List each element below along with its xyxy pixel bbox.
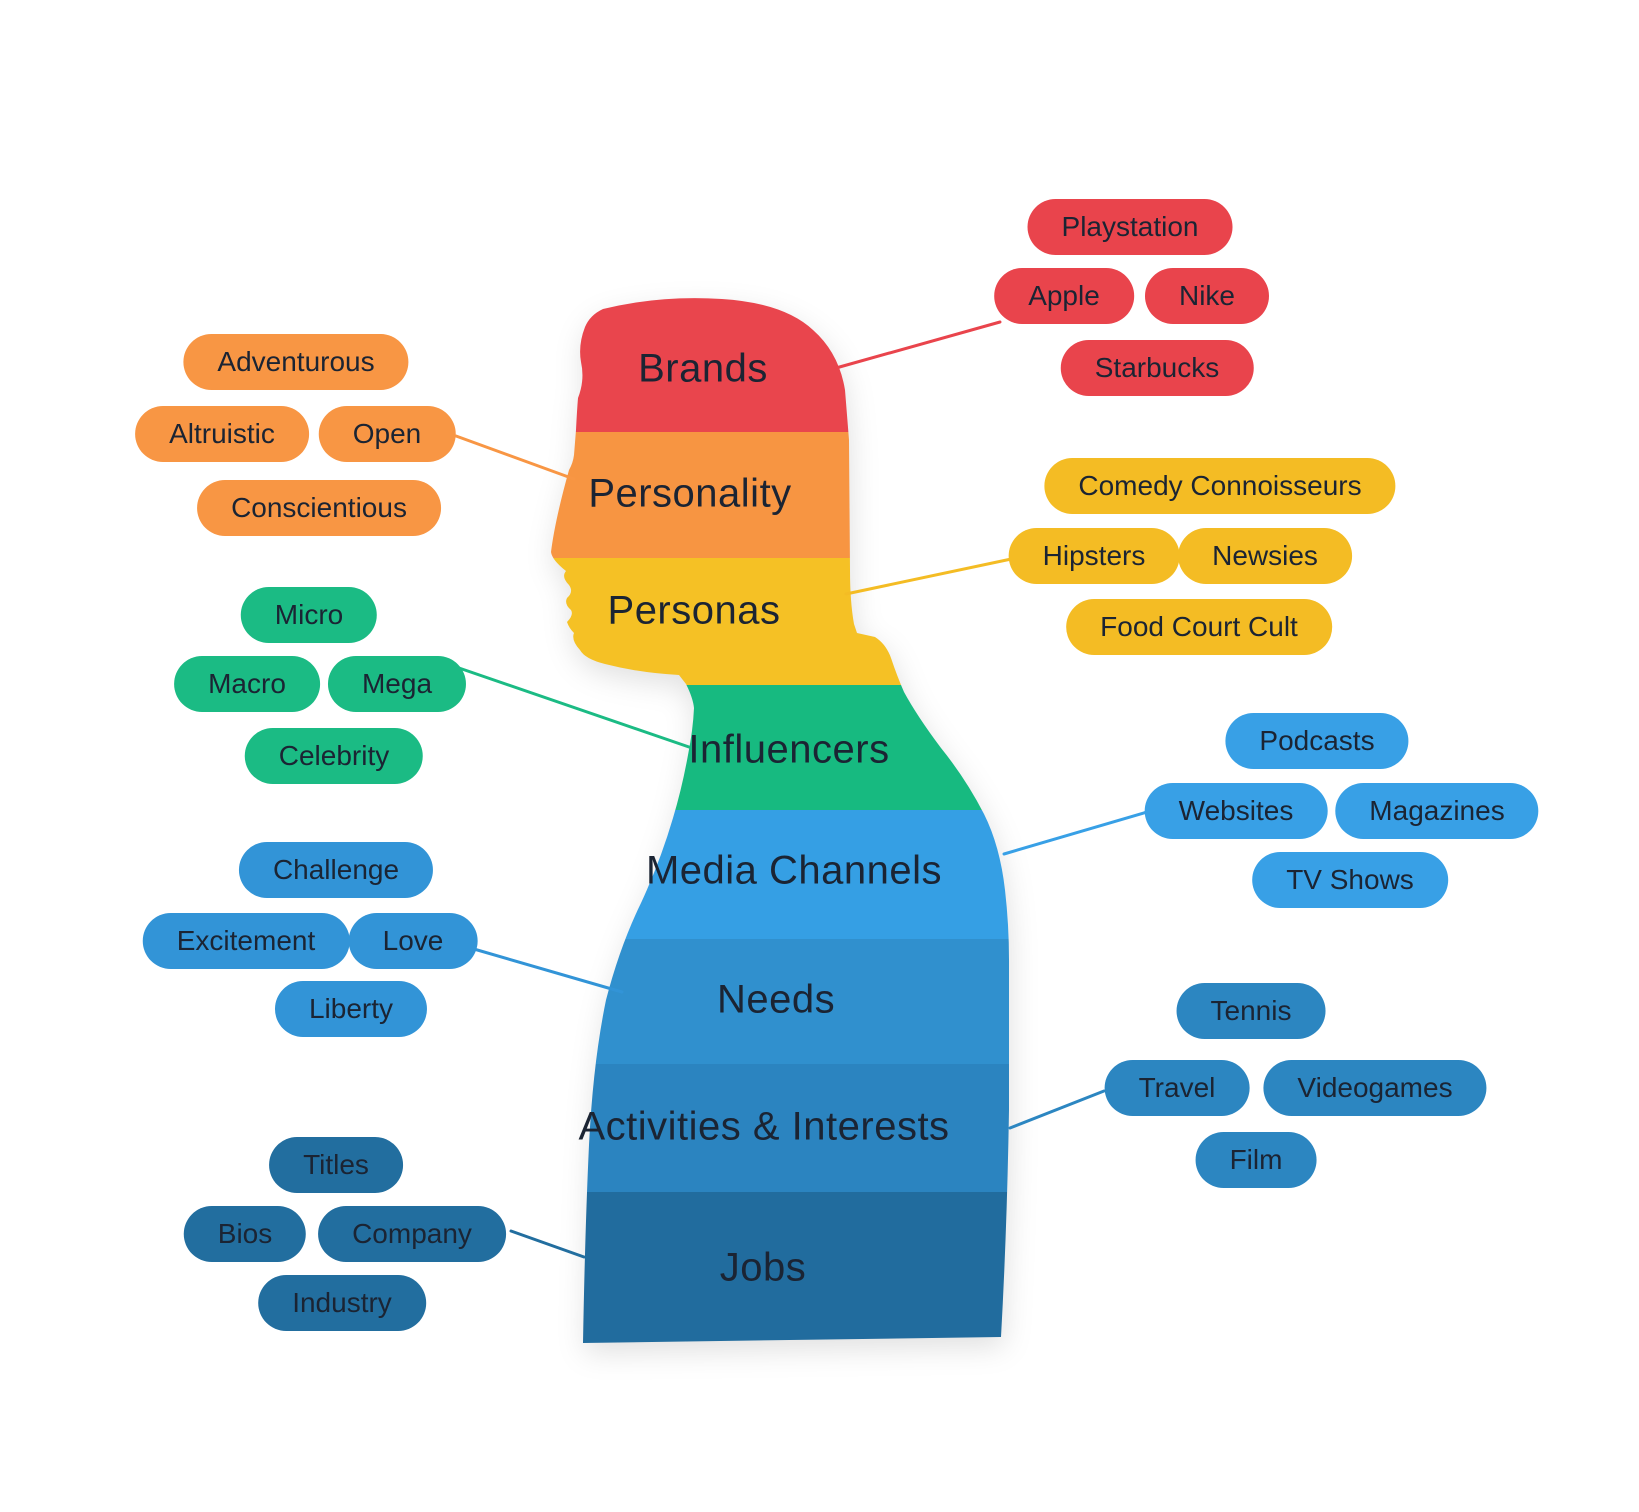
- tag-pill-industry: Industry: [258, 1275, 426, 1331]
- tag-pill-magazines: Magazines: [1335, 783, 1539, 839]
- band-label-needs: Needs: [716, 977, 836, 1022]
- tag-pill-bios: Bios: [183, 1206, 307, 1262]
- tag-pill-challenge: Challenge: [238, 842, 434, 898]
- band-label-brands: Brands: [638, 346, 768, 391]
- connector-influencers: [457, 666, 691, 749]
- tag-pill-micro: Micro: [240, 587, 378, 643]
- tag-pill-company: Company: [318, 1206, 506, 1262]
- connector-needs: [465, 945, 624, 994]
- connector-brands: [834, 320, 1002, 370]
- tag-pill-tv-shows: TV Shows: [1252, 852, 1448, 908]
- band-label-jobs: Jobs: [719, 1245, 807, 1290]
- connector-media: [1002, 810, 1149, 856]
- tag-pill-mega: Mega: [327, 656, 467, 712]
- tag-pill-film: Film: [1195, 1132, 1317, 1188]
- tag-pill-excitement: Excitement: [142, 913, 350, 969]
- tag-pill-liberty: Liberty: [274, 981, 428, 1037]
- tag-pill-love: Love: [348, 913, 478, 969]
- tag-pill-adventurous: Adventurous: [183, 334, 409, 390]
- tag-pill-tennis: Tennis: [1176, 983, 1326, 1039]
- tag-pill-playstation: Playstation: [1027, 199, 1233, 255]
- tag-pill-celebrity: Celebrity: [244, 728, 424, 784]
- connector-personality: [454, 434, 576, 481]
- band-label-media-channels: Media Channels: [645, 848, 943, 893]
- band-label-influencers: Influencers: [688, 727, 890, 772]
- connector-jobs: [509, 1229, 586, 1259]
- connector-activities: [1008, 1089, 1106, 1130]
- tag-pill-comedy-connoisseurs: Comedy Connoisseurs: [1044, 458, 1396, 514]
- band-activities: [551, 1064, 1009, 1192]
- tag-pill-apple: Apple: [994, 268, 1134, 324]
- connector-personas: [844, 556, 1018, 596]
- tag-pill-open: Open: [318, 406, 456, 462]
- tag-pill-hipsters: Hipsters: [1008, 528, 1180, 584]
- connector-lines: [454, 320, 1149, 1259]
- tag-pill-newsies: Newsies: [1178, 528, 1352, 584]
- tag-pill-podcasts: Podcasts: [1225, 713, 1409, 769]
- band-needs: [551, 939, 1009, 1064]
- tag-pill-food-court-cult: Food Court Cult: [1066, 599, 1332, 655]
- tag-pill-nike: Nike: [1144, 268, 1270, 324]
- tag-pill-titles: Titles: [269, 1137, 403, 1193]
- silhouette-bands: [551, 298, 1009, 1344]
- tag-pill-altruistic: Altruistic: [135, 406, 309, 462]
- tag-pill-macro: Macro: [174, 656, 320, 712]
- tag-pill-websites: Websites: [1144, 783, 1328, 839]
- tag-pill-travel: Travel: [1104, 1060, 1250, 1116]
- tag-pill-starbucks: Starbucks: [1060, 340, 1254, 396]
- band-label-personas: Personas: [607, 588, 781, 633]
- band-label-activities: Activities & Interests: [578, 1104, 950, 1149]
- band-label-personality: Personality: [588, 471, 792, 516]
- band-brands: [551, 298, 1009, 432]
- tag-pill-videogames: Videogames: [1263, 1060, 1487, 1116]
- tag-pill-conscientious: Conscientious: [197, 480, 441, 536]
- band-jobs: [551, 1192, 1009, 1344]
